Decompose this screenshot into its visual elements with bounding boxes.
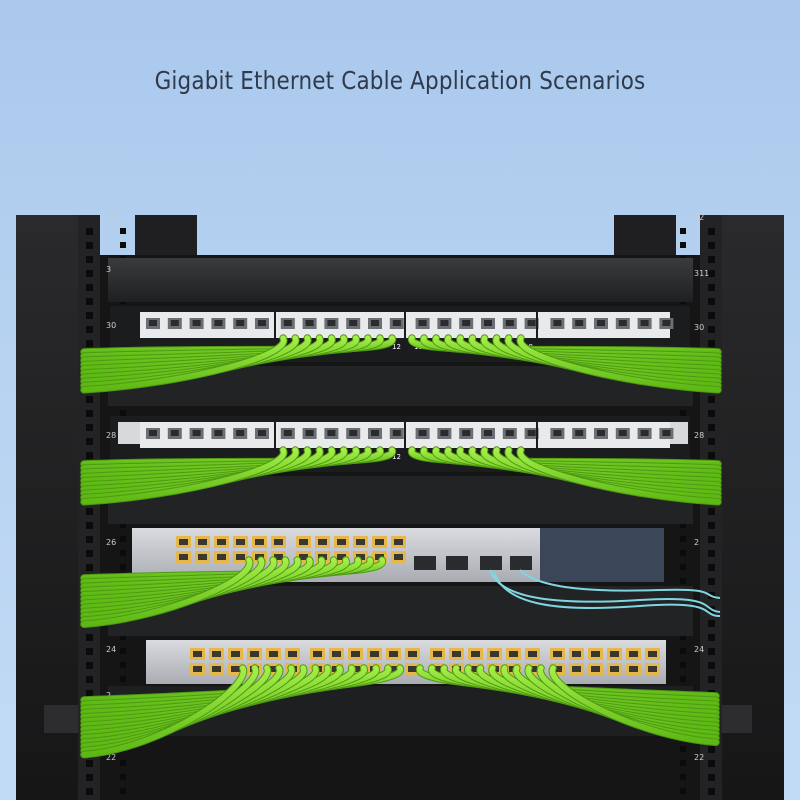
port-number: 12 bbox=[392, 453, 401, 461]
rail-number: 24 bbox=[106, 645, 116, 654]
rail-number: 2 bbox=[694, 538, 699, 547]
rail-number: 32 bbox=[106, 213, 116, 222]
rail-number: 24 bbox=[694, 645, 704, 654]
rail-number: 30 bbox=[106, 321, 116, 330]
fiber-cables bbox=[489, 569, 721, 617]
rail-number: 28 bbox=[106, 431, 116, 440]
rail-number: 22 bbox=[694, 753, 704, 762]
rail-number: 28 bbox=[694, 431, 704, 440]
rack-left-post bbox=[16, 215, 78, 800]
port-number: 12 bbox=[392, 343, 401, 351]
rail-number: 311 bbox=[694, 269, 709, 278]
page-title: Gigabit Ethernet Cable Application Scena… bbox=[154, 66, 646, 95]
rail-number: 32 bbox=[694, 213, 704, 222]
green-cable-bundles bbox=[80, 334, 722, 759]
rack-right-post bbox=[722, 215, 784, 800]
rail-number: 22 bbox=[106, 753, 116, 762]
rail-number: 3 bbox=[106, 265, 111, 274]
rail-number: 26 bbox=[106, 538, 116, 547]
rail-number: 30 bbox=[694, 323, 704, 332]
blank-panel bbox=[108, 258, 693, 302]
switch-2 bbox=[146, 640, 666, 684]
